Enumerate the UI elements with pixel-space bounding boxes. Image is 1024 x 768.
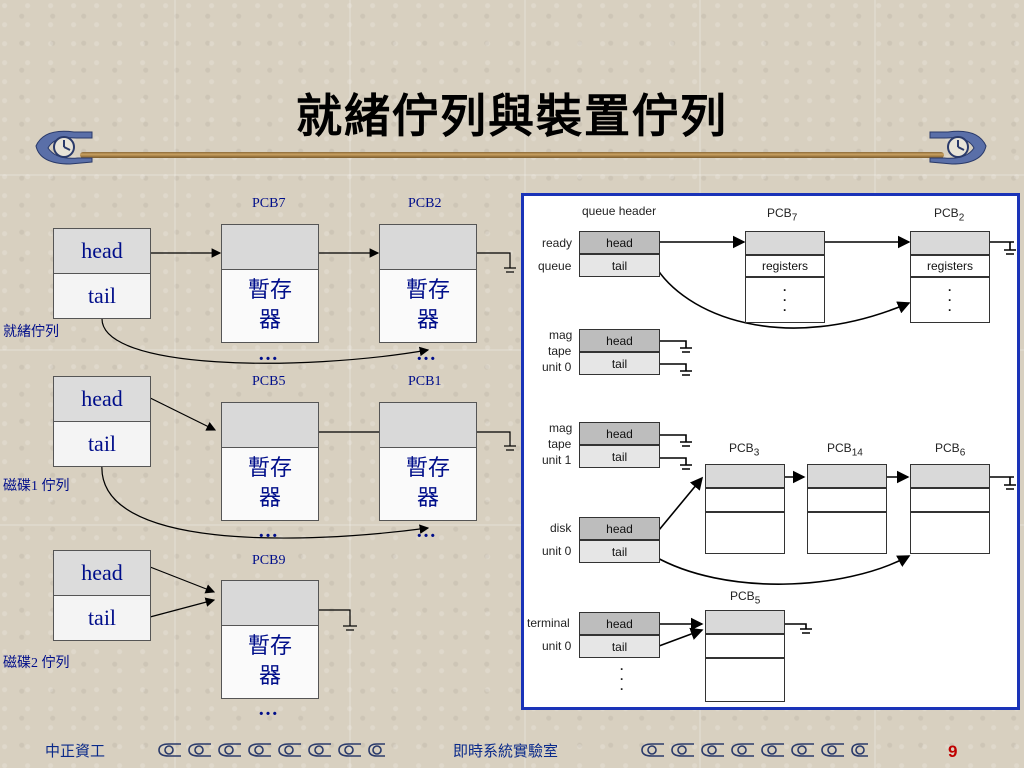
register-cell: 暫存器 — [222, 448, 318, 520]
tail-field: tail — [54, 274, 150, 318]
registers-cell: registers — [910, 255, 990, 277]
ready-queue-label: 就緒佇列 — [3, 325, 59, 340]
head-field: head — [54, 229, 150, 274]
tail-cell: tail — [579, 445, 660, 468]
pcb-cell — [705, 658, 785, 702]
ellipsis: … — [258, 698, 279, 720]
queue-header-label: queue header — [582, 204, 657, 218]
pcb-label: PCB9 — [252, 553, 286, 568]
queue-label: unit 1 — [542, 453, 572, 467]
pcb-label: PCB5 — [252, 374, 286, 389]
footer-lab-name: 即時系統實驗室 — [453, 742, 559, 760]
head-cell: head — [579, 612, 660, 635]
register-cell: 暫存器 — [222, 270, 318, 342]
pcb-header-cell — [910, 231, 990, 255]
tail-cell: tail — [579, 254, 660, 277]
ellipsis: … — [258, 343, 279, 365]
footer-department: 中正資工 — [45, 742, 106, 760]
pcb-title: PCB2 — [934, 206, 965, 224]
device-queue-figure: queue header ready queue mag tape unit 0… — [521, 193, 1020, 710]
ellipsis: … — [416, 343, 437, 365]
pcb-title: PCB5 — [730, 589, 761, 607]
register-cell: 暫存器 — [222, 626, 318, 698]
pcb-box: 暫存器 — [379, 224, 477, 343]
pcb-box: 暫存器 — [379, 402, 477, 521]
pcb-label: PCB2 — [408, 196, 442, 211]
queue-label: unit 0 — [542, 544, 572, 558]
pcb-title: PCB14 — [827, 441, 863, 459]
slide-title: 就緒佇列與裝置佇列 — [296, 89, 728, 143]
queue-label: queue — [538, 259, 572, 273]
pcb-title: PCB7 — [767, 206, 798, 224]
pcb-cell — [807, 512, 887, 554]
pcb-label: PCB1 — [408, 374, 442, 389]
head-field: head — [54, 551, 150, 596]
footer-ornament-icon — [158, 743, 385, 757]
tail-cell: tail — [579, 352, 660, 375]
pcb-cell — [705, 488, 785, 512]
pcb-cell — [705, 512, 785, 554]
queue-label: tape — [548, 437, 572, 451]
pcb-cell — [807, 488, 887, 512]
ready-queue-header: head tail — [53, 228, 151, 319]
queue-label: tape — [548, 344, 572, 358]
tail-field: tail — [54, 596, 150, 640]
pcb-cell — [705, 634, 785, 658]
head-cell: head — [579, 329, 660, 352]
pcb-box: 暫存器 — [221, 580, 319, 699]
pcb-label: PCB7 — [252, 196, 286, 211]
head-field: head — [54, 377, 150, 422]
pcb-cell — [910, 488, 990, 512]
page-number: 9 — [948, 742, 958, 761]
queue-label: mag — [549, 328, 573, 342]
clock-ornament-right-icon — [929, 130, 987, 165]
disk1-queue-header: head tail — [53, 376, 151, 467]
head-cell: head — [579, 231, 660, 254]
pcb-title: PCB6 — [935, 441, 966, 459]
queue-label: unit 0 — [542, 360, 572, 374]
register-cell: 暫存器 — [380, 270, 476, 342]
title-divider — [80, 152, 944, 158]
pcb-more-cell: · · · — [745, 277, 825, 323]
more-queues-dots: · · · — [620, 662, 624, 696]
head-cell: head — [579, 517, 660, 540]
queue-label: unit 0 — [542, 639, 572, 653]
clock-ornament-left-icon — [35, 130, 93, 165]
pcb-header-cell — [910, 464, 990, 488]
disk2-queue-header: head tail — [53, 550, 151, 641]
registers-cell: registers — [745, 255, 825, 277]
ellipsis: … — [416, 520, 437, 542]
pcb-more-cell: · · · — [910, 277, 990, 323]
tail-cell: tail — [579, 635, 660, 658]
footer-ornament-icon — [641, 743, 868, 757]
queue-label: terminal — [527, 616, 570, 630]
queue-label: disk — [550, 521, 572, 535]
pcb-box: 暫存器 — [221, 402, 319, 521]
pcb-box: 暫存器 — [221, 224, 319, 343]
tail-field: tail — [54, 422, 150, 466]
register-cell: 暫存器 — [380, 448, 476, 520]
pcb-title: PCB3 — [729, 441, 760, 459]
head-cell: head — [579, 422, 660, 445]
pcb-header-cell — [705, 464, 785, 488]
ellipsis: … — [258, 520, 279, 542]
disk1-queue-label: 磁碟1 佇列 — [3, 479, 70, 494]
queue-label: mag — [549, 421, 573, 435]
pcb-header-cell — [705, 610, 785, 634]
disk2-queue-label: 磁碟2 佇列 — [3, 656, 70, 671]
tail-cell: tail — [579, 540, 660, 563]
queue-label: ready — [542, 236, 573, 250]
pcb-header-cell — [745, 231, 825, 255]
pcb-header-cell — [807, 464, 887, 488]
pcb-cell — [910, 512, 990, 554]
